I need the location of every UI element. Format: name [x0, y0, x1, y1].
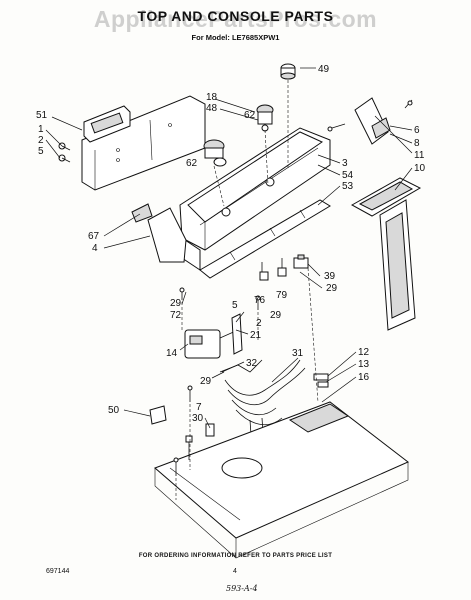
leader-lines [45, 67, 413, 429]
callout-49: 49 [318, 64, 330, 75]
callout-16: 16 [358, 372, 370, 383]
callout-10: 10 [414, 163, 426, 174]
document-number: 697144 [46, 568, 70, 575]
callout-5-upper: 5 [38, 146, 44, 157]
callout-79: 79 [276, 290, 288, 301]
callout-29-left: 29 [170, 298, 182, 309]
rear-panel-part [81, 95, 206, 191]
small-switch-parts [259, 254, 309, 281]
callout-5-lower: 5 [232, 300, 238, 311]
callout-62-lower: 62 [186, 158, 198, 169]
callout-67: 67 [88, 231, 100, 242]
callout-4: 4 [92, 243, 98, 254]
callout-76: 76 [254, 295, 266, 306]
callout-53: 53 [342, 181, 354, 192]
callout-14: 14 [166, 348, 178, 359]
console-body-part [179, 127, 331, 271]
misc-parts [149, 373, 329, 460]
screws-left [58, 142, 71, 163]
callout-29-middle: 29 [270, 310, 282, 321]
callout-1: 1 [38, 124, 44, 135]
switch-upper-part [256, 104, 274, 132]
ordering-info-footer: FOR ORDERING INFORMATION REFER TO PARTS … [138, 553, 333, 559]
callout-50: 50 [108, 405, 120, 416]
timer-part [184, 313, 243, 359]
assembly-lines [175, 80, 319, 500]
callout-numbers: 49 18 48 62 62 51 1 2 5 6 8 11 10 3 54 5… [36, 64, 426, 424]
callout-8: 8 [414, 138, 420, 149]
callout-62-upper: 62 [244, 110, 256, 121]
callout-48: 48 [206, 103, 218, 114]
callout-31: 31 [292, 348, 304, 359]
callout-2-upper: 2 [38, 135, 44, 146]
callout-29-right: 29 [326, 283, 338, 294]
callout-7: 7 [196, 402, 202, 413]
callout-54: 54 [342, 170, 354, 181]
console-glass-part [350, 177, 422, 331]
timer-knob-part [280, 63, 296, 80]
callout-3: 3 [342, 158, 348, 169]
callout-72: 72 [170, 310, 182, 321]
callout-51: 51 [36, 110, 48, 121]
callout-12: 12 [358, 347, 370, 358]
callout-2-lower: 2 [256, 318, 262, 329]
switch-lower-part [203, 139, 227, 167]
callout-6: 6 [414, 125, 420, 136]
model-line: For Model: LE7685XPW1 [191, 33, 280, 42]
callout-39: 39 [324, 271, 336, 282]
callout-18: 18 [206, 92, 218, 103]
console-bracket-part [199, 199, 331, 279]
callout-11: 11 [414, 150, 425, 161]
cabinet-top-part [154, 401, 409, 559]
watermark: AppliancePartsPros.com [93, 6, 378, 32]
callout-32: 32 [246, 358, 258, 369]
diagram-title: TOP AND CONSOLE PARTS [137, 8, 334, 24]
callout-13: 13 [358, 359, 370, 370]
callout-29-bottom: 29 [200, 376, 212, 387]
callout-21: 21 [250, 330, 262, 341]
callout-30: 30 [192, 413, 204, 424]
handwritten-note: 593-A-4 [226, 584, 258, 593]
fasteners [173, 287, 261, 476]
end-cap-left-part [131, 203, 187, 263]
page-number: 4 [233, 568, 237, 575]
end-cap-right-part [327, 97, 413, 145]
